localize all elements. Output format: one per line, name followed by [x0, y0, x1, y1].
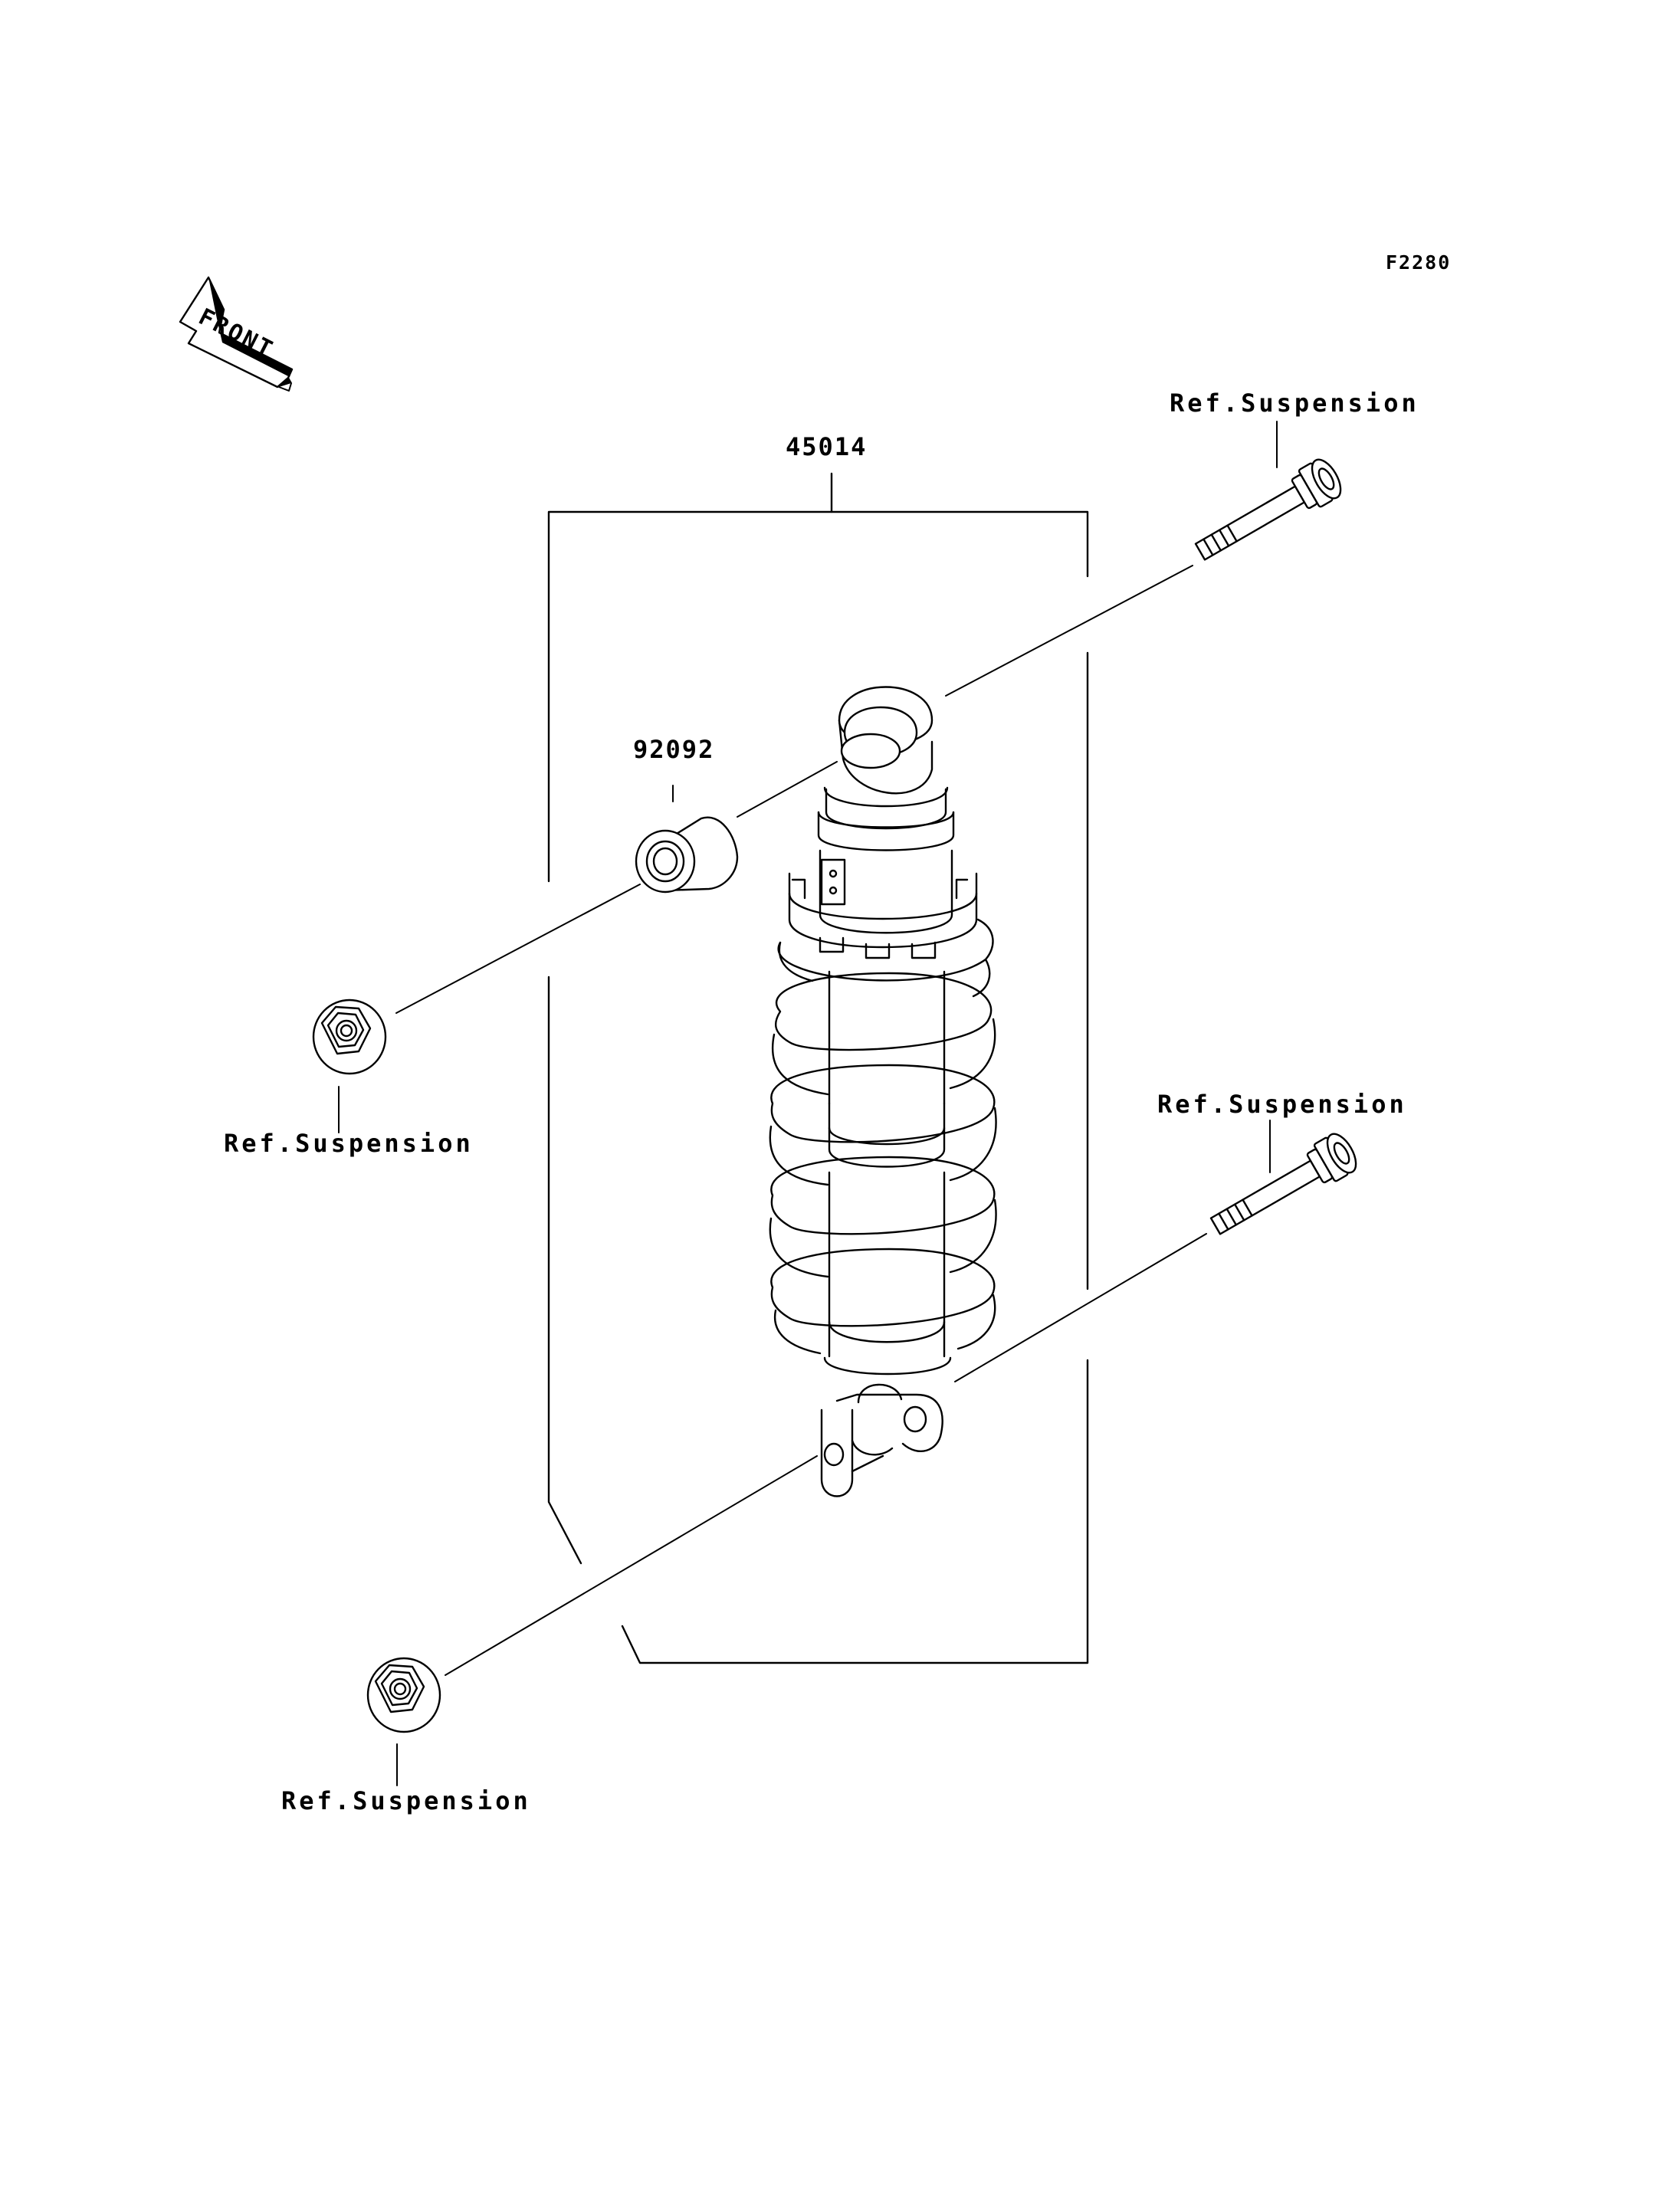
upper-nut — [313, 1000, 386, 1074]
part-number-shock-absorber[interactable]: 45014 — [786, 432, 868, 461]
lower-nut — [368, 1658, 440, 1732]
ref-suspension-top-bolt[interactable]: Ref.Suspension — [1170, 389, 1419, 418]
upper-bolt — [1189, 455, 1347, 570]
lower-bolt — [1205, 1130, 1362, 1244]
ref-suspension-lower-bolt[interactable]: Ref.Suspension — [1157, 1090, 1407, 1119]
ref-suspension-lower-nut[interactable]: Ref.Suspension — [281, 1786, 531, 1815]
leader-lines — [339, 421, 1277, 1785]
assembly-bracket — [549, 474, 1088, 1663]
bushing — [636, 818, 737, 892]
ref-suspension-upper-nut[interactable]: Ref.Suspension — [224, 1129, 474, 1158]
part-number-bushing[interactable]: 92092 — [633, 735, 715, 764]
shock-absorber — [770, 687, 996, 1497]
front-arrow-icon: FRONT — [180, 277, 292, 391]
figure-code: F2280 — [1386, 251, 1452, 274]
